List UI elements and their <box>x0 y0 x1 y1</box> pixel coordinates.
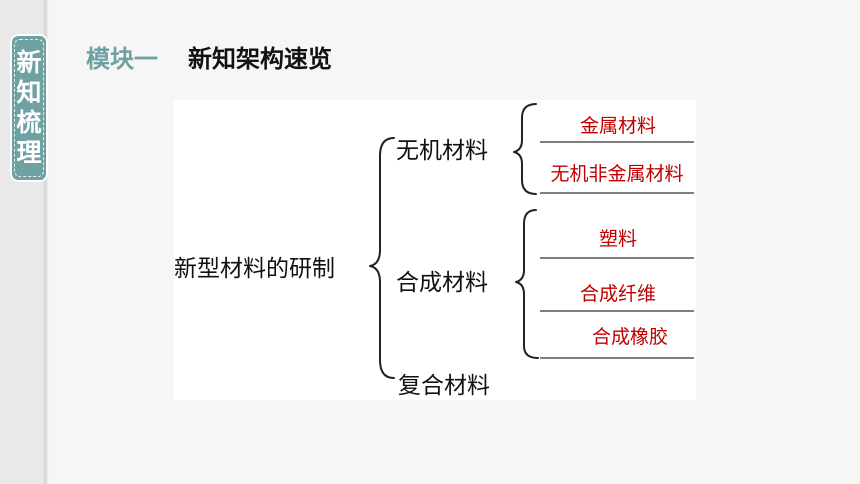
leaf-plastics: 塑料 <box>599 228 637 250</box>
inorganic-brace <box>513 103 537 195</box>
side-tab[interactable]: 新 知 梳 理 <box>10 34 48 182</box>
synthetic-brace <box>515 209 539 359</box>
leaf-metal-materials: 金属材料 <box>580 115 656 137</box>
module-label: 模块一 <box>86 44 158 73</box>
category-composite: 复合材料 <box>398 373 490 399</box>
leaf-synthetic-fiber: 合成纤维 <box>580 283 656 305</box>
page-title: 新知架构速览 <box>188 44 332 73</box>
side-tab-border <box>14 39 44 177</box>
root-node: 新型材料的研制 <box>174 256 335 282</box>
diagram-frame: 新型材料的研制 无机材料 合成材料 复合材料 金属材料 无机非金属材料 塑料 合… <box>174 100 696 400</box>
root-brace <box>369 137 395 379</box>
leaf-inorganic-nonmetal: 无机非金属材料 <box>550 163 683 185</box>
side-tab-char: 新 <box>16 48 42 77</box>
side-tab-char: 知 <box>16 78 42 107</box>
side-tab-label: 新 知 梳 理 <box>10 48 48 168</box>
page-header: 模块一 新知架构速览 <box>86 38 332 74</box>
category-synthetic: 合成材料 <box>396 270 488 296</box>
rail-shadow <box>44 0 49 484</box>
side-tab-char: 理 <box>16 138 42 167</box>
leaf-synthetic-rubber: 合成橡胶 <box>592 326 668 348</box>
structure-diagram: 新型材料的研制 无机材料 合成材料 复合材料 金属材料 无机非金属材料 塑料 合… <box>174 103 694 399</box>
category-inorganic: 无机材料 <box>396 138 488 164</box>
side-tab-char: 梳 <box>16 108 42 137</box>
